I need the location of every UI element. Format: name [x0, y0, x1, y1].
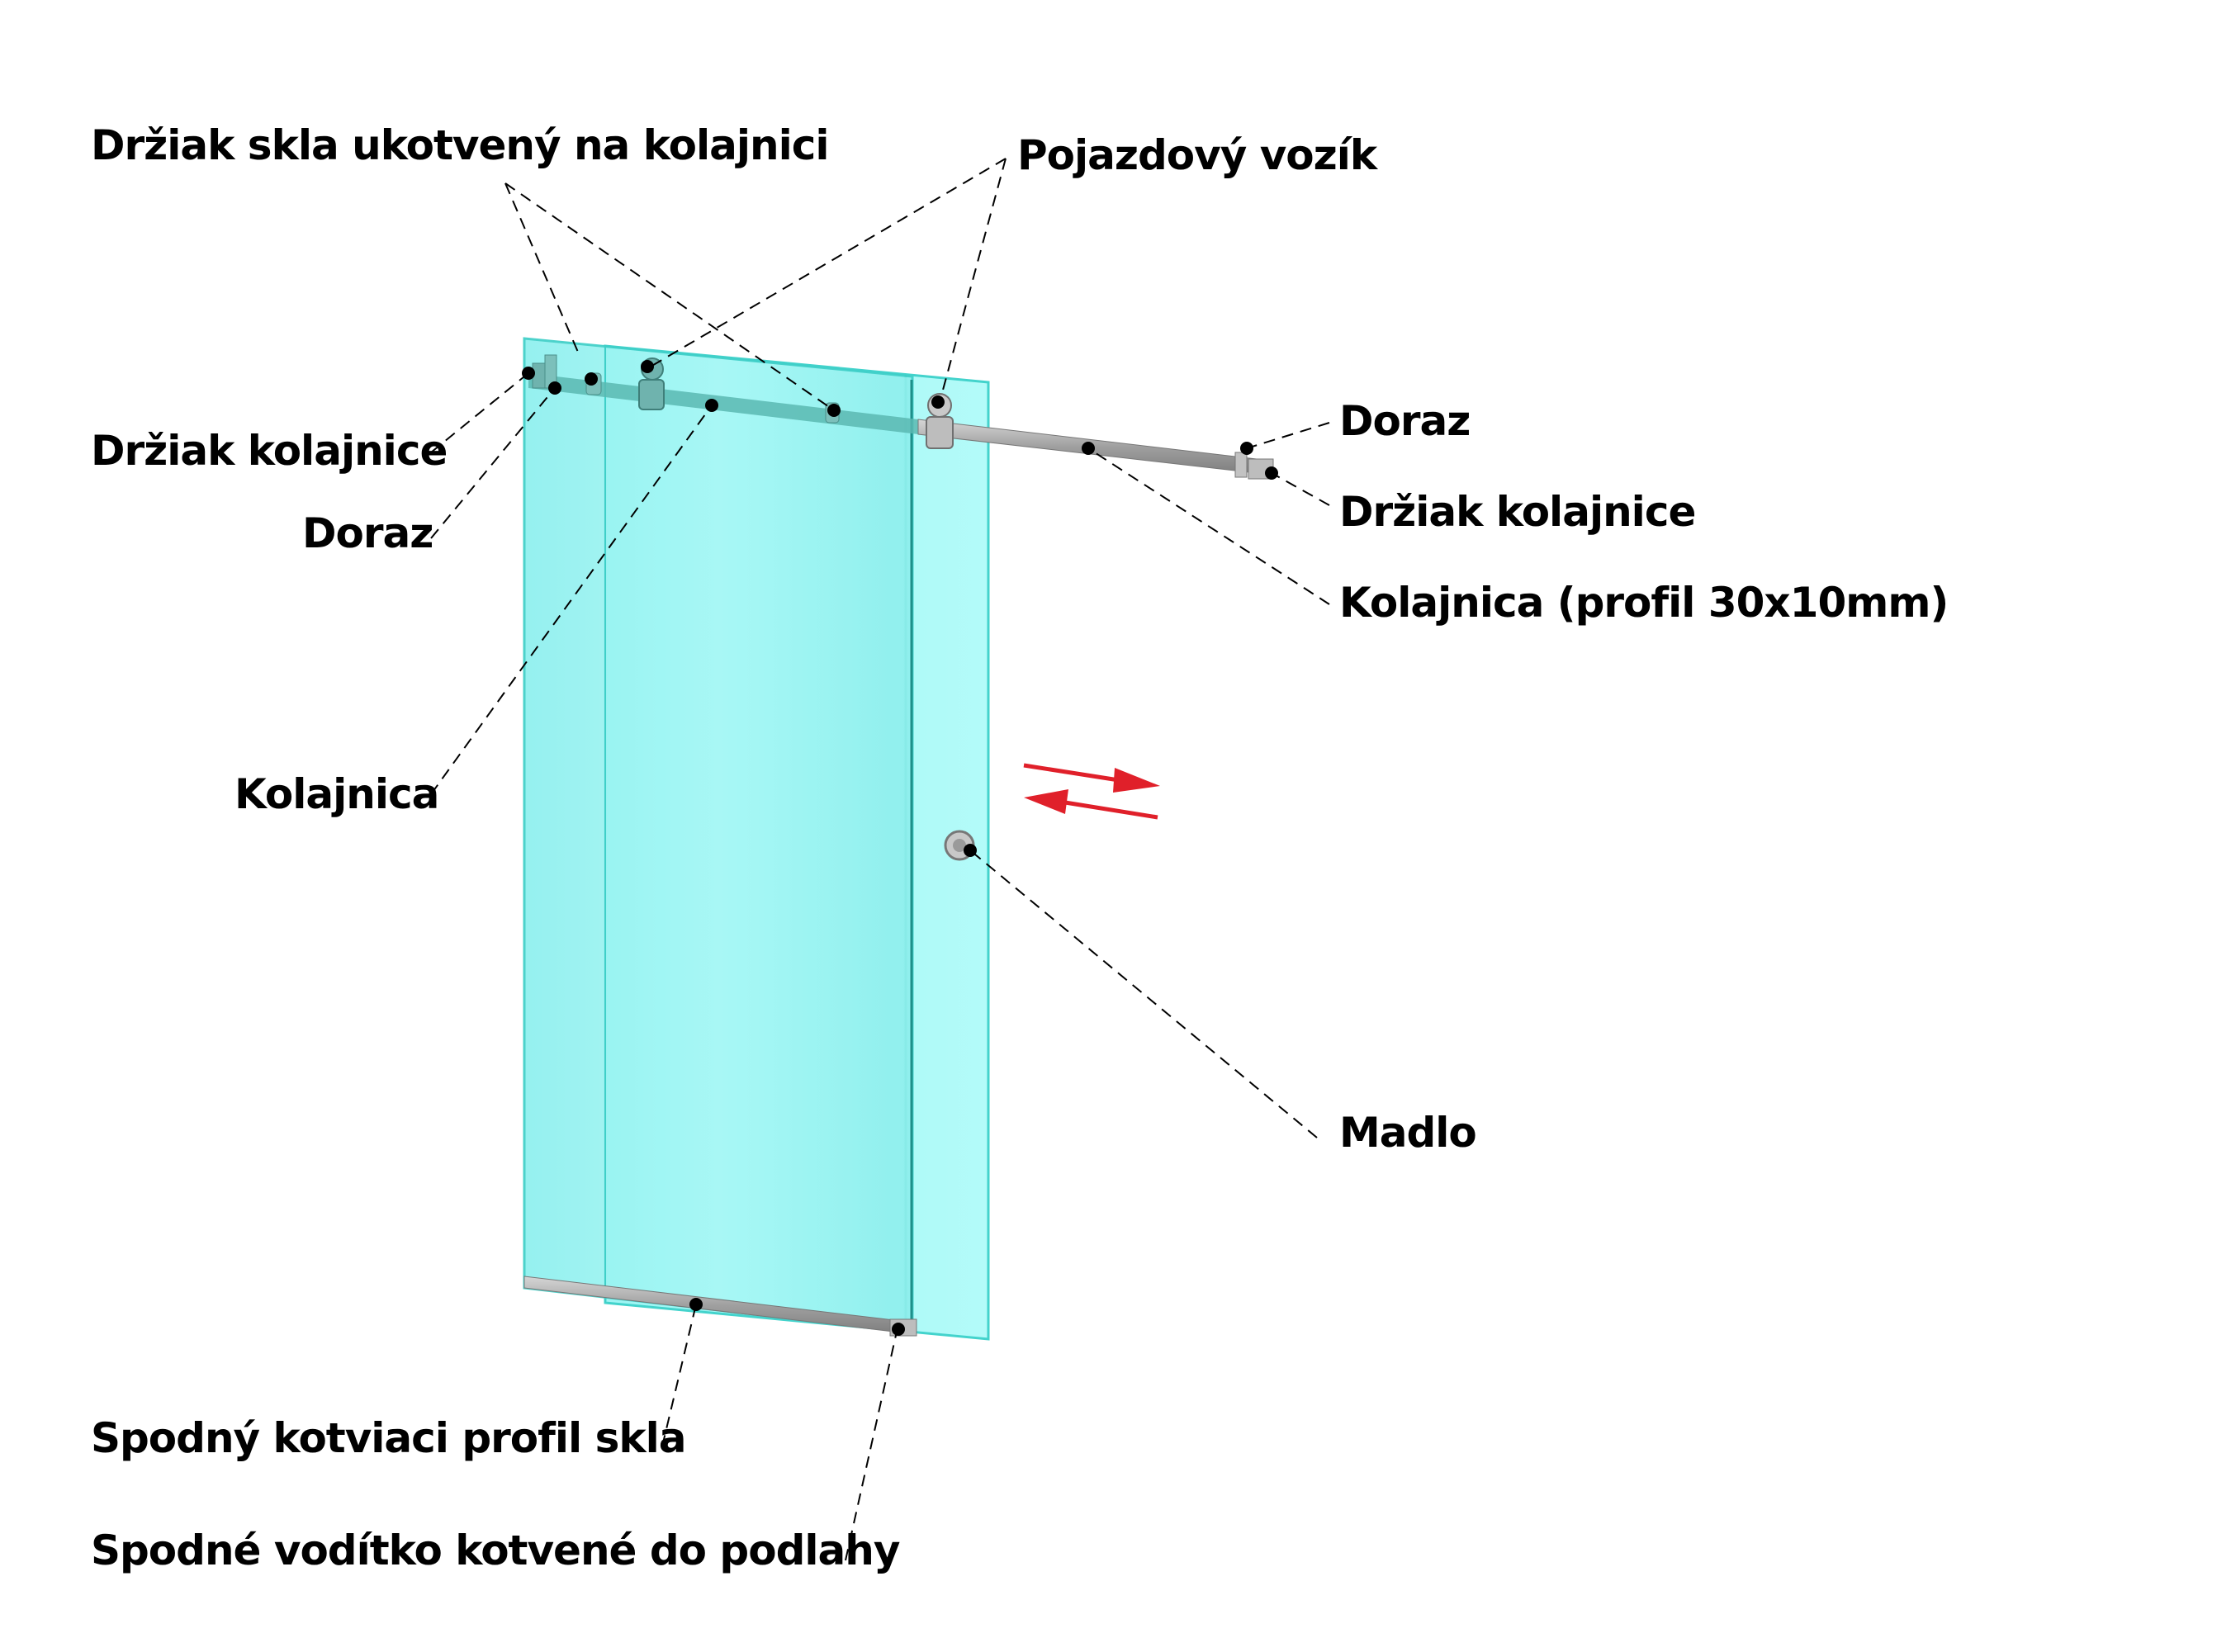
carriage-left-body [638, 379, 665, 410]
label-handle: Madlo [1339, 1109, 1477, 1157]
rail-behind-glass [528, 373, 918, 434]
carriage-right-body [926, 416, 954, 449]
label-rail-holder-right: Držiak kolajnice [1339, 488, 1696, 536]
leader-lines [430, 158, 1330, 1561]
label-stop-left: Doraz [302, 509, 433, 557]
label-bottom-profile: Spodný kotviaci profil skla [91, 1414, 686, 1462]
label-rail-profile: Kolajnica (profil 30x10mm) [1339, 579, 1949, 627]
anchor-dots [522, 360, 1278, 1336]
label-carriage: Pojazdový vozík [1017, 131, 1377, 179]
slide-direction-arrows [1023, 763, 1160, 820]
label-bottom-guide: Spodné vodítko kotvené do podlahy [91, 1527, 900, 1574]
label-rail-holder-left: Držiak kolajnice [91, 427, 448, 475]
label-rail: Kolajnica [234, 770, 439, 818]
handle-center [953, 839, 966, 852]
stop-right-shape [1234, 452, 1248, 478]
sliding-glass-panel [523, 337, 914, 1334]
label-glass-holder-on-rail: Držiak skla ukotvený na kolajnici [91, 121, 829, 169]
label-stop-right: Doraz [1339, 397, 1471, 445]
